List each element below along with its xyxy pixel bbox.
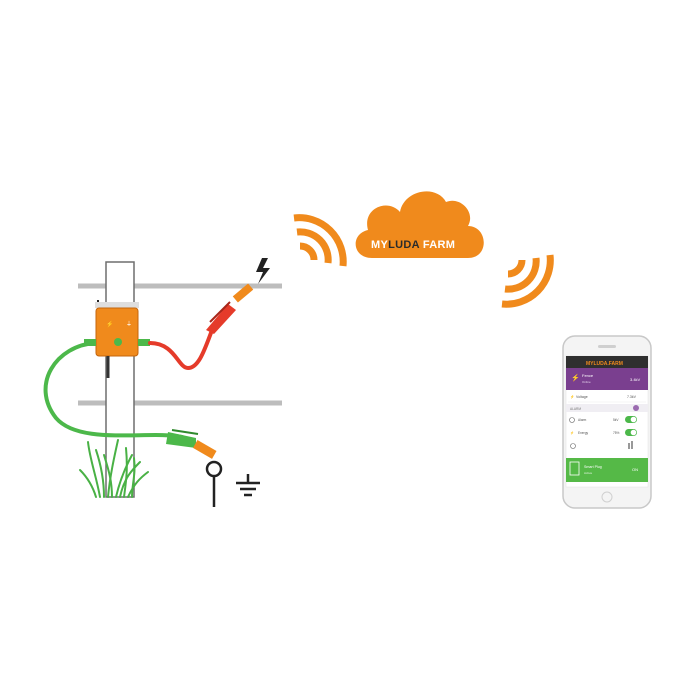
cloud-brand-prefix: MY (371, 239, 388, 251)
phone-section-toggle[interactable] (633, 405, 639, 411)
phone-energy-value: 75% (613, 431, 620, 435)
fence-post (105, 261, 135, 498)
ground-rod (205, 460, 223, 507)
phone-app-header (566, 356, 648, 368)
phone-smart-plug-card[interactable] (566, 458, 648, 482)
phone-footer-sub: Active (584, 471, 593, 475)
phone-signal-icon (628, 443, 630, 449)
svg-text:⚡: ⚡ (571, 373, 580, 382)
ground-symbol-icon (236, 474, 260, 497)
ground-clip (166, 429, 217, 459)
grass-icon (79, 439, 149, 498)
lightning-bolt-icon (256, 258, 270, 284)
phone-fence-status: Online (582, 380, 591, 384)
wireless-signal-left-icon (293, 214, 347, 267)
live-clip (206, 283, 254, 334)
svg-text:⚡: ⚡ (570, 394, 574, 399)
ground-cable (43, 341, 184, 439)
phone-alarm-label: Alarm (578, 418, 587, 422)
phone-fence-card[interactable] (566, 368, 648, 390)
phone-fence-value: 3.4kV (630, 377, 641, 382)
smartphone: MYLUDA.FARM ⚡ Fence Online 3.4kV ⚡ Volta… (562, 335, 652, 509)
svg-text:⚡: ⚡ (106, 320, 113, 328)
phone-alarm-value: 5kV (613, 418, 619, 422)
phone-footer-value: ON (632, 467, 638, 472)
cloud-brand-suffix: FARM (423, 239, 455, 251)
phone-voltage-value: 7.3kV (627, 395, 637, 399)
phone-footer-title: Smart Plug (584, 465, 602, 469)
phone-fence-title: Fence (582, 373, 594, 378)
live-cable (148, 323, 216, 371)
phone-settings-icon[interactable] (570, 443, 576, 449)
cloud-brand-middle: LUDA (388, 239, 420, 251)
fence-monitor-device: ⚡ ⏚ (84, 300, 150, 378)
svg-text:⚡: ⚡ (570, 431, 574, 435)
svg-text:⏚: ⏚ (126, 321, 132, 328)
wireless-signal-right-icon (501, 254, 554, 308)
phone-section-label: ALARM (570, 407, 581, 411)
phone-header-brand: MYLUDA.FARM (586, 361, 623, 367)
phone-voltage-label: Voltage (576, 395, 588, 399)
phone-energy-label: Energy (578, 431, 589, 435)
